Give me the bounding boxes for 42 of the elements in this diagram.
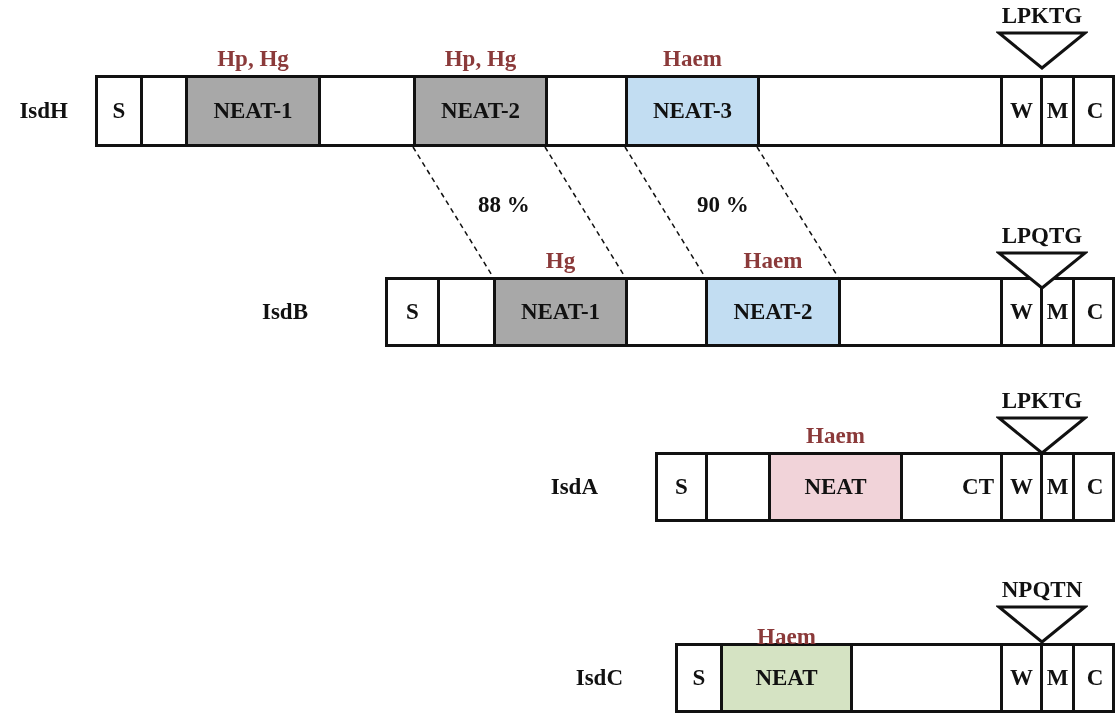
protein-name: IsdB bbox=[261, 299, 308, 325]
segment-name: S bbox=[692, 665, 706, 691]
ligand-label: Hp, Hg bbox=[217, 46, 289, 72]
domain-name: NEAT-3 bbox=[652, 98, 733, 124]
ligand-label: Haem bbox=[806, 423, 865, 449]
segment-name: M bbox=[1046, 299, 1069, 325]
domain-name: NEAT-1 bbox=[520, 299, 601, 325]
protein-name: IsdA bbox=[550, 474, 598, 500]
segment-name: M bbox=[1046, 474, 1069, 500]
domain-name: NEAT bbox=[804, 474, 867, 500]
segment-name: C bbox=[1086, 98, 1104, 124]
percent-identity-label: 90 % bbox=[697, 192, 749, 218]
domain-name: NEAT-2 bbox=[440, 98, 521, 124]
ligand-label: Hg bbox=[545, 248, 576, 274]
segment-name: C bbox=[1086, 474, 1104, 500]
protein-name: IsdH bbox=[19, 98, 68, 124]
domain-name: NEAT-2 bbox=[733, 299, 813, 325]
segment-name: S bbox=[675, 474, 688, 500]
dashed-connector bbox=[756, 146, 839, 278]
motif-sequence: LPKTG bbox=[1000, 2, 1084, 30]
segment-name: S bbox=[112, 98, 126, 124]
percent-identity-label: 88 % bbox=[478, 192, 530, 218]
motif-sequence: LPKTG bbox=[1000, 387, 1084, 415]
segment-name: S bbox=[406, 299, 419, 325]
segment-name: W bbox=[1010, 665, 1033, 691]
motif-sequence: NPQTN bbox=[1000, 576, 1084, 604]
segment-name: W bbox=[1010, 474, 1033, 500]
segment-name: W bbox=[1010, 98, 1033, 124]
domain-name: NEAT bbox=[755, 665, 818, 691]
ligand-label: Hp, Hg bbox=[444, 46, 517, 72]
segment-name: C bbox=[1086, 665, 1104, 691]
segment-name: M bbox=[1046, 98, 1069, 124]
ligand-label: Haem bbox=[757, 624, 816, 650]
segment-name: M bbox=[1046, 665, 1069, 691]
domain-name: NEAT-1 bbox=[213, 98, 293, 124]
ligand-label: Haem bbox=[743, 248, 803, 274]
motif-sequence: LPQTG bbox=[1000, 222, 1084, 250]
segment-name: W bbox=[1010, 299, 1033, 325]
ligand-label: Haem bbox=[663, 46, 722, 72]
segment-name: C bbox=[1086, 299, 1104, 325]
segment-name: CT bbox=[962, 474, 994, 500]
protein-name: IsdC bbox=[575, 665, 623, 691]
